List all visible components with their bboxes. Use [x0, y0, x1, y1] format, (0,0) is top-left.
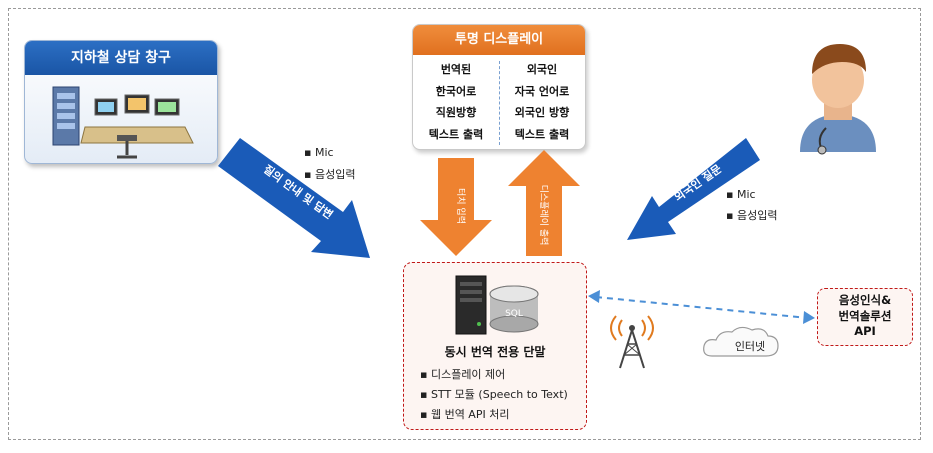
- api-line: 번역솔루션: [838, 309, 892, 323]
- foreigner-person-icon: [800, 44, 876, 155]
- display-left-line: 텍스트 출력: [428, 127, 484, 141]
- internet-label: 인터넷: [734, 340, 766, 353]
- counter-workstation-icon: [52, 86, 194, 159]
- terminal-feature: ▪ 디스플레이 제어: [420, 368, 506, 381]
- left-blue-arrow: 질의 안내 및 답변: [218, 138, 370, 258]
- display-left-line: 한국어로: [435, 84, 477, 98]
- api-box: [817, 288, 913, 346]
- left-input-item: ▪ Mic: [304, 146, 334, 159]
- api-line: API: [854, 324, 876, 338]
- server-database-icon: SQL: [455, 275, 539, 335]
- display-left-line: 직원방향: [435, 106, 477, 119]
- right-input-item: ▪ 음성입력: [726, 209, 778, 222]
- api-line: 음성인식&: [838, 293, 892, 307]
- up-orange-arrow-label: 디스플레이 출력: [538, 185, 550, 246]
- right-input-item: ▪ Mic: [726, 188, 756, 201]
- terminal-feature: ▪ 웹 번역 API 처리: [420, 408, 510, 421]
- display-title: 투명 디스플레이: [413, 25, 585, 55]
- up-orange-arrow: 디스플레이 출력: [508, 150, 580, 256]
- display-right-line: 텍스트 출력: [514, 127, 570, 141]
- display-left-column: 번역된 한국어로 직원방향 텍스트 출력: [415, 59, 497, 145]
- internet-link: [588, 290, 815, 324]
- display-divider: [499, 61, 500, 145]
- transparent-display-box: 투명 디스플레이 번역된 한국어로 직원방향 텍스트 출력 외국인 자국 언어로…: [412, 24, 586, 150]
- radio-tower-icon: [610, 315, 654, 369]
- outer-frame: [8, 8, 921, 440]
- display-right-column: 외국인 자국 언어로 외국인 방향 텍스트 출력: [501, 59, 583, 145]
- down-orange-arrow-label: 터치 입력: [455, 188, 467, 224]
- subway-counter-box: 지하철 상담 창구: [24, 40, 218, 164]
- terminal-title: 동시 번역 전용 단말: [444, 345, 546, 359]
- display-left-line: 번역된: [440, 63, 472, 76]
- down-orange-arrow: 터치 입력: [420, 158, 492, 256]
- subway-counter-title: 지하철 상담 창구: [25, 41, 217, 75]
- display-right-line: 외국인 방향: [514, 106, 570, 119]
- terminal-feature: ▪ STT 모듈 (Speech to Text): [420, 388, 568, 401]
- internet-cloud-icon: [703, 326, 779, 357]
- display-right-line: 외국인: [526, 63, 558, 76]
- server-sql-label: SQL: [505, 309, 523, 319]
- display-right-line: 자국 언어로: [514, 84, 570, 98]
- left-input-item: ▪ 음성입력: [304, 168, 356, 181]
